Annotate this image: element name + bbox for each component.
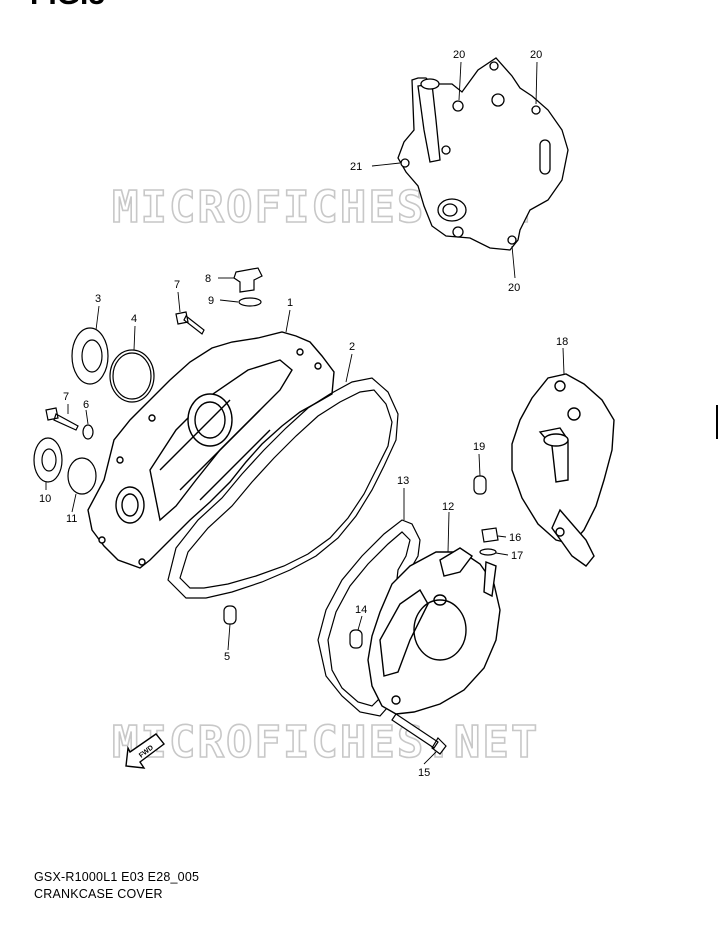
callout-13: 13 <box>397 475 409 487</box>
part-gasket-clutch <box>317 519 421 717</box>
part-cover-plate <box>397 57 569 251</box>
part-bolt-lower <box>45 407 79 431</box>
part-clutch-cover <box>367 547 501 715</box>
part-washer <box>238 297 262 307</box>
figure-title: FIG.5 <box>30 0 105 12</box>
small-parts <box>33 267 499 769</box>
callout-17: 17 <box>511 550 523 562</box>
callout-9: 9 <box>208 295 214 307</box>
callout-11: 11 <box>66 513 77 525</box>
callout-3: 3 <box>95 293 101 305</box>
watermark-bottom: MICROFICHES.NET <box>112 717 539 768</box>
callout-12: 12 <box>442 501 454 513</box>
part-washer-small <box>82 424 94 440</box>
callout-labels: 20 20 21 20 8 9 7 1 3 4 2 18 7 6 19 10 1… <box>39 49 568 779</box>
callout-6: 6 <box>83 399 89 411</box>
callout-16: 16 <box>509 532 521 544</box>
part-oring-upper <box>109 349 155 403</box>
part-pump-body <box>511 373 615 567</box>
callout-7-upper: 7 <box>174 279 180 291</box>
callout-2: 2 <box>349 341 355 353</box>
callout-10: 10 <box>39 493 51 505</box>
callout-4: 4 <box>131 313 137 325</box>
part-washer-lower <box>479 548 497 556</box>
part-dowel-mid <box>349 629 363 649</box>
callout-20-b: 20 <box>530 49 542 61</box>
part-dowel-lower <box>223 605 237 625</box>
callout-14: 14 <box>355 604 367 616</box>
callout-20-a: 20 <box>453 49 465 61</box>
part-gasket-main <box>167 377 399 599</box>
page-edge-mark <box>716 405 718 439</box>
callout-15: 15 <box>418 767 430 779</box>
part-oring-lower <box>67 457 97 495</box>
callout-18: 18 <box>556 336 568 348</box>
callout-20-c: 20 <box>508 282 520 294</box>
fwd-arrow-icon <box>125 733 165 769</box>
callout-1: 1 <box>287 297 293 309</box>
leader-lines <box>45 61 565 765</box>
callout-5: 5 <box>224 651 230 663</box>
figure-name: CRANKCASE COVER <box>34 887 163 901</box>
part-crankcase-cover <box>87 331 335 569</box>
figure-code: GSX-R1000L1 E03 E28_005 <box>34 870 200 884</box>
callout-21: 21 <box>350 161 362 173</box>
callout-8: 8 <box>205 273 211 285</box>
part-plug-small <box>481 527 499 543</box>
part-bolt-upper <box>175 311 205 335</box>
part-plug <box>233 267 263 293</box>
part-bolt-bottom <box>391 713 447 755</box>
part-dowel-upper <box>473 475 487 495</box>
callout-19: 19 <box>473 441 485 453</box>
callout-7-lower: 7 <box>63 391 69 403</box>
